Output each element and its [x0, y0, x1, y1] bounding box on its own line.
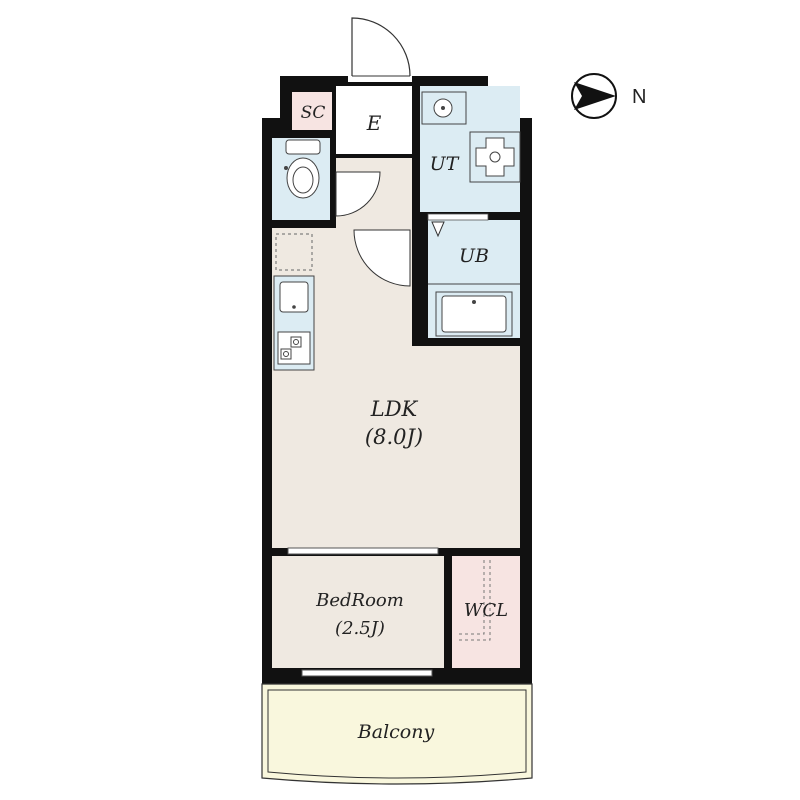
toilet	[284, 139, 321, 199]
bathtub	[428, 283, 520, 337]
compass-label: N	[632, 86, 646, 108]
utility-label: UT	[430, 153, 460, 175]
entrance-floor	[336, 86, 412, 154]
sc-floor	[292, 92, 332, 130]
bath-door	[427, 213, 489, 221]
bedroom-size-label: (2.5J)	[335, 618, 385, 639]
closet-label: WCL	[464, 600, 508, 621]
closet-rail-inner	[458, 560, 491, 641]
bedroom-label: BedRoom	[315, 590, 404, 611]
bath-door-arrow	[431, 221, 445, 238]
entrance-label: E	[366, 111, 382, 135]
balcony	[261, 683, 533, 785]
bath-label: UB	[459, 245, 489, 267]
fridge-space	[275, 233, 313, 271]
entrance-door	[348, 17, 412, 82]
sc-label: SC	[301, 103, 326, 123]
wash-basin	[421, 91, 467, 125]
bedroom-floor	[272, 556, 444, 668]
ldk-label: LDK	[370, 397, 419, 421]
ldk-door	[353, 229, 411, 287]
closet-floor	[452, 556, 520, 668]
balcony-label: Balcony	[357, 721, 435, 743]
windows	[287, 547, 439, 677]
closet-rail	[458, 560, 485, 635]
ldk-size-label: (8.0J)	[365, 425, 423, 449]
washing-machine	[469, 131, 521, 183]
compass-icon	[571, 73, 617, 119]
kitchen-counter	[273, 275, 315, 371]
toilet-door	[335, 171, 381, 217]
